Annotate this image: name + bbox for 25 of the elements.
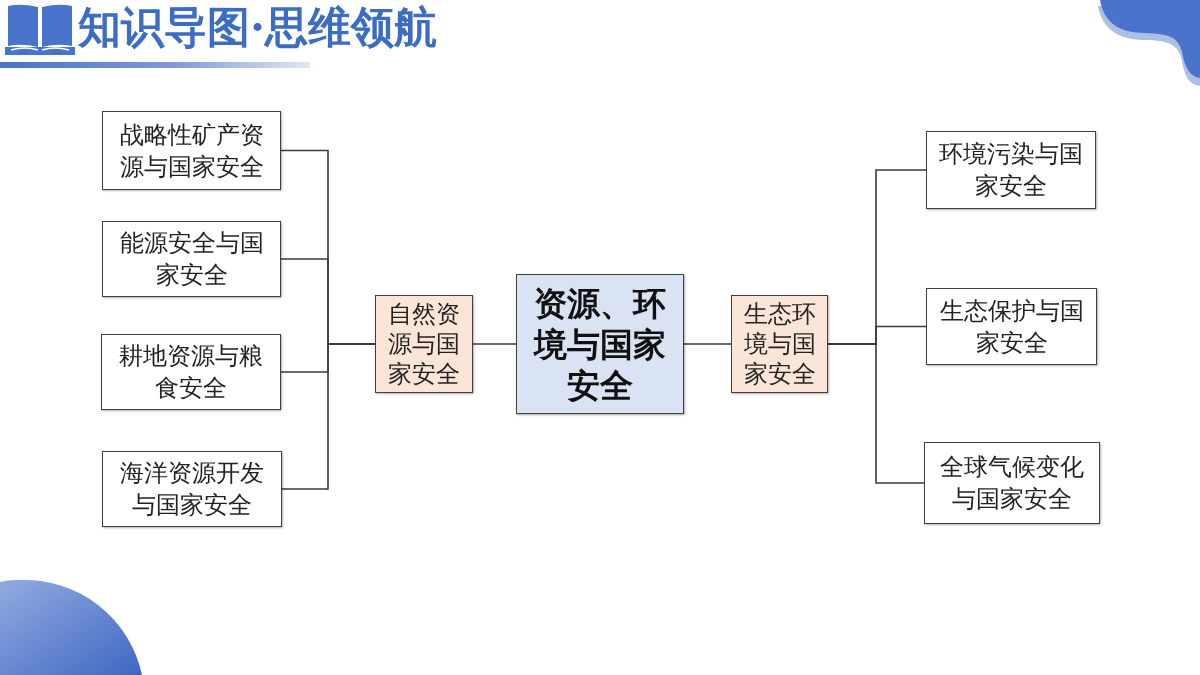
topic-label: 自然资源与国家安全 <box>387 299 461 389</box>
topic-label: 生态保护与国家安全 <box>938 295 1085 359</box>
connector-line <box>472 343 517 345</box>
topic-label: 战略性矿产资源与国家安全 <box>118 119 265 183</box>
subtopic-box <box>375 295 473 393</box>
leaf-topic-box <box>102 111 281 190</box>
leaf-topic-box <box>102 451 282 527</box>
topic-label: 环境污染与国家安全 <box>938 139 1084 202</box>
leaf-topic-box <box>102 221 281 297</box>
connector-line <box>683 343 732 345</box>
topic-label: 生态环境与国家安全 <box>742 299 817 389</box>
subtopic-box <box>731 295 828 393</box>
topic-label: 耕地资源与粮食安全 <box>118 341 264 404</box>
leaf-topic-box <box>101 334 281 410</box>
leaf-topic-box <box>926 131 1096 209</box>
leaf-topic-box <box>926 288 1097 365</box>
leaf-topic-box <box>924 442 1100 524</box>
connector-line <box>827 343 925 484</box>
page-title: 知识导图·思维领航 <box>78 1 437 53</box>
connector-line <box>281 343 376 490</box>
topic-label: 资源、环境与国家安全 <box>532 282 667 406</box>
central-topic-box <box>516 274 684 414</box>
topic-label: 能源安全与国家安全 <box>118 228 265 291</box>
topic-label: 海洋资源开发与国家安全 <box>119 458 265 521</box>
topic-label: 全球气候变化与国家安全 <box>939 452 1085 515</box>
